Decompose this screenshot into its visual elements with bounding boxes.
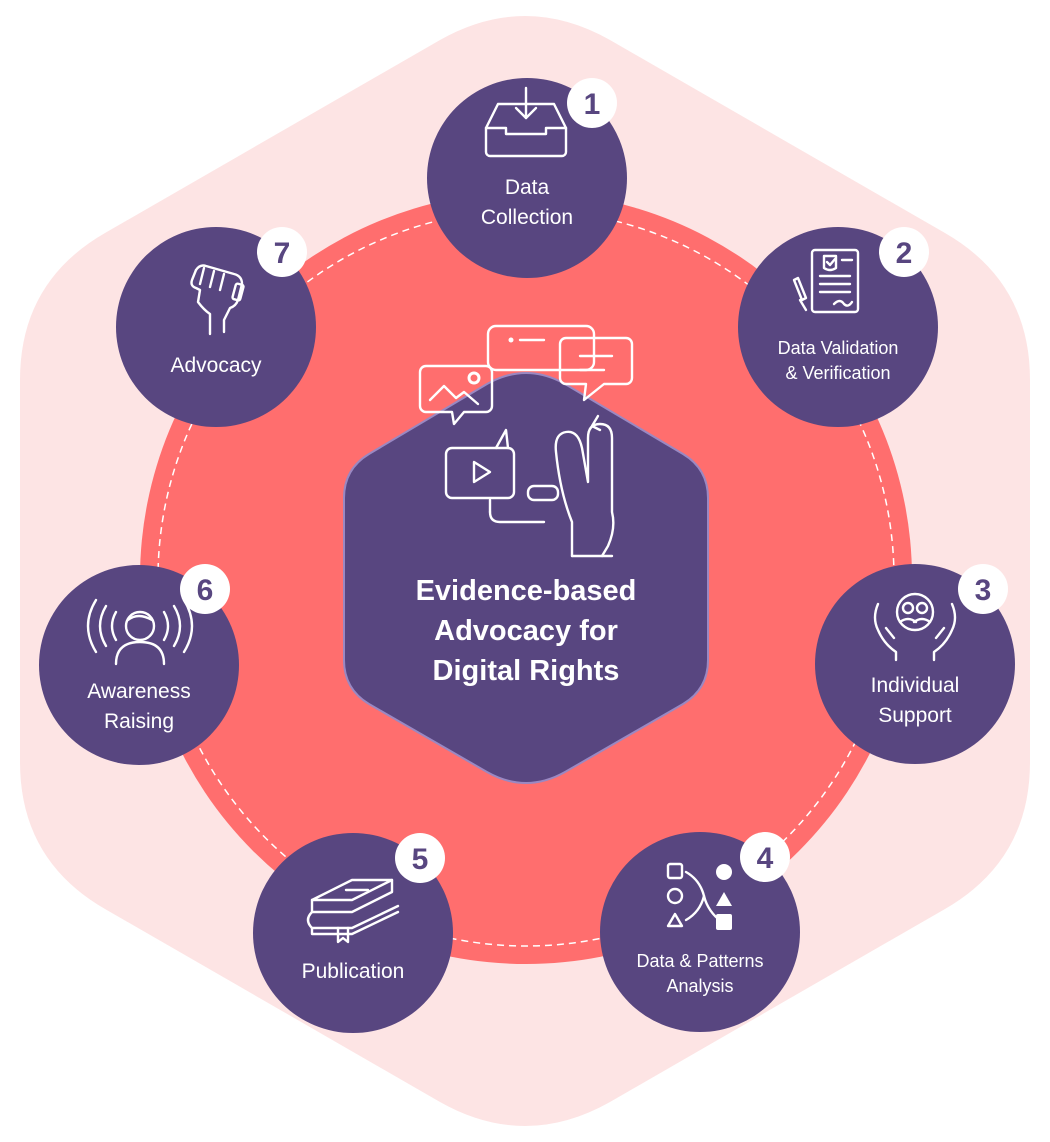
step-6-badge <box>180 564 230 614</box>
step-4-label-line-1: Data & Patterns <box>636 951 763 971</box>
step-7-label: Advocacy <box>170 354 262 377</box>
step-6-label-line-2: Raising <box>104 710 174 733</box>
step-5-label: Publication <box>302 960 405 983</box>
center-title-line-2: Advocacy for <box>434 615 618 647</box>
step-1-label-line-2: Collection <box>481 206 573 229</box>
step-4-badge <box>740 832 790 882</box>
center-title-line-3: Digital Rights <box>433 655 620 687</box>
step-6-node: Awareness Raising 6 <box>39 564 239 765</box>
step-5-number: 5 <box>412 843 429 876</box>
step-2-node: Data Validation & Verification 2 <box>738 227 938 427</box>
step-2-label-line-1: Data Validation <box>778 338 899 358</box>
step-4-node: Data & Patterns Analysis 4 <box>600 832 800 1032</box>
step-1-number: 1 <box>584 88 601 121</box>
step-7-number: 7 <box>274 237 291 270</box>
books-icon <box>306 878 400 944</box>
shapes-sorting-icon <box>666 862 732 930</box>
center-title-line-1: Evidence-based <box>416 575 637 607</box>
step-3-label-line-1: Individual <box>871 674 960 697</box>
raised-fist-icon <box>190 264 245 336</box>
step-2-label-line-2: & Verification <box>785 363 890 383</box>
step-6-label-line-1: Awareness <box>87 680 191 703</box>
step-6-number: 6 <box>197 574 214 607</box>
step-5-node: Publication 5 <box>253 833 453 1033</box>
step-4-label-line-2: Analysis <box>666 976 733 996</box>
inbox-tray-icon <box>484 86 568 158</box>
step-1-badge <box>567 78 617 128</box>
step-2-number: 2 <box>896 237 913 270</box>
hands-people-icon <box>873 592 957 662</box>
step-3-number: 3 <box>975 574 992 607</box>
step-1-node: Data Collection 1 <box>427 78 627 278</box>
step-2-badge <box>879 227 929 277</box>
step-1-label-line-1: Data <box>505 176 550 199</box>
step-3-node: Individual Support 3 <box>815 564 1015 764</box>
step-3-label-line-2: Support <box>878 704 952 727</box>
step-7-node: Advocacy 7 <box>116 227 316 427</box>
digital-media-hand-icon <box>418 324 634 558</box>
step-5-badge <box>395 833 445 883</box>
step-4-number: 4 <box>757 842 774 875</box>
broadcasting-person-icon <box>86 598 194 666</box>
step-3-badge <box>958 564 1008 614</box>
signed-document-icon <box>792 248 860 314</box>
step-7-badge <box>257 227 307 277</box>
